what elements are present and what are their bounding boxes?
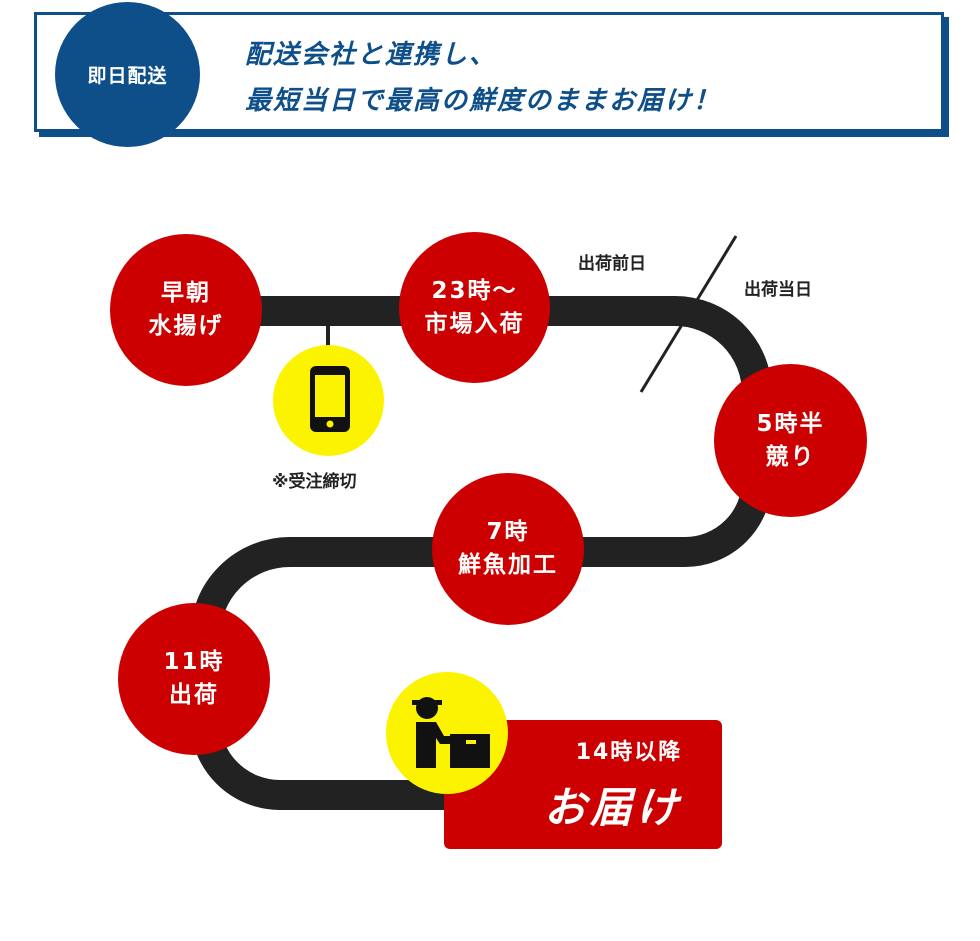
delivery-time: 14時以降: [575, 740, 683, 765]
step-landing-label: 水揚げ: [148, 313, 224, 339]
delivery-marker: [386, 672, 508, 794]
order-cutoff-marker: [273, 345, 384, 456]
same-day-badge: 即日配送: [55, 2, 200, 147]
step-shipping-label: 出荷: [169, 682, 219, 708]
step-processing-label: 鮮魚加工: [458, 552, 558, 578]
step-auction-label: 競り: [765, 443, 816, 470]
delivery-label: お届け: [543, 783, 682, 832]
order-cutoff-label: ※受注締切: [272, 472, 357, 492]
headline-line2: 最短当日で最高の鮮度のままお届け！: [245, 86, 722, 116]
headline-line1: 配送会社と連携し、: [245, 40, 498, 70]
delivery-person-icon: [412, 697, 490, 768]
step-market-label: 市場入荷: [424, 310, 525, 337]
step-market-time: 23時～: [431, 277, 518, 304]
delivery-box: 14時以降 お届け: [444, 720, 722, 849]
day-before-label: 出荷前日: [578, 254, 646, 274]
step-auction-time: 5時半: [756, 410, 825, 437]
step-processing-time: 7時: [486, 519, 530, 545]
same-day-label: 出荷当日: [744, 280, 812, 300]
step-landing: 早朝 水揚げ: [110, 234, 262, 386]
step-auction: 5時半 競り: [714, 364, 867, 517]
track-path: [185, 296, 772, 810]
step-shipping-time: 11時: [163, 649, 225, 675]
headline: 配送会社と連携し、 最短当日で最高の鮮度のままお届け！: [245, 32, 721, 124]
smartphone-icon: [310, 366, 350, 432]
step-processing: 7時 鮮魚加工: [432, 473, 584, 625]
step-shipping: 11時 出荷: [118, 603, 270, 755]
step-market-arrival: 23時～ 市場入荷: [399, 232, 550, 383]
day-divider-line: [639, 235, 738, 393]
step-landing-time: 早朝: [161, 280, 211, 306]
